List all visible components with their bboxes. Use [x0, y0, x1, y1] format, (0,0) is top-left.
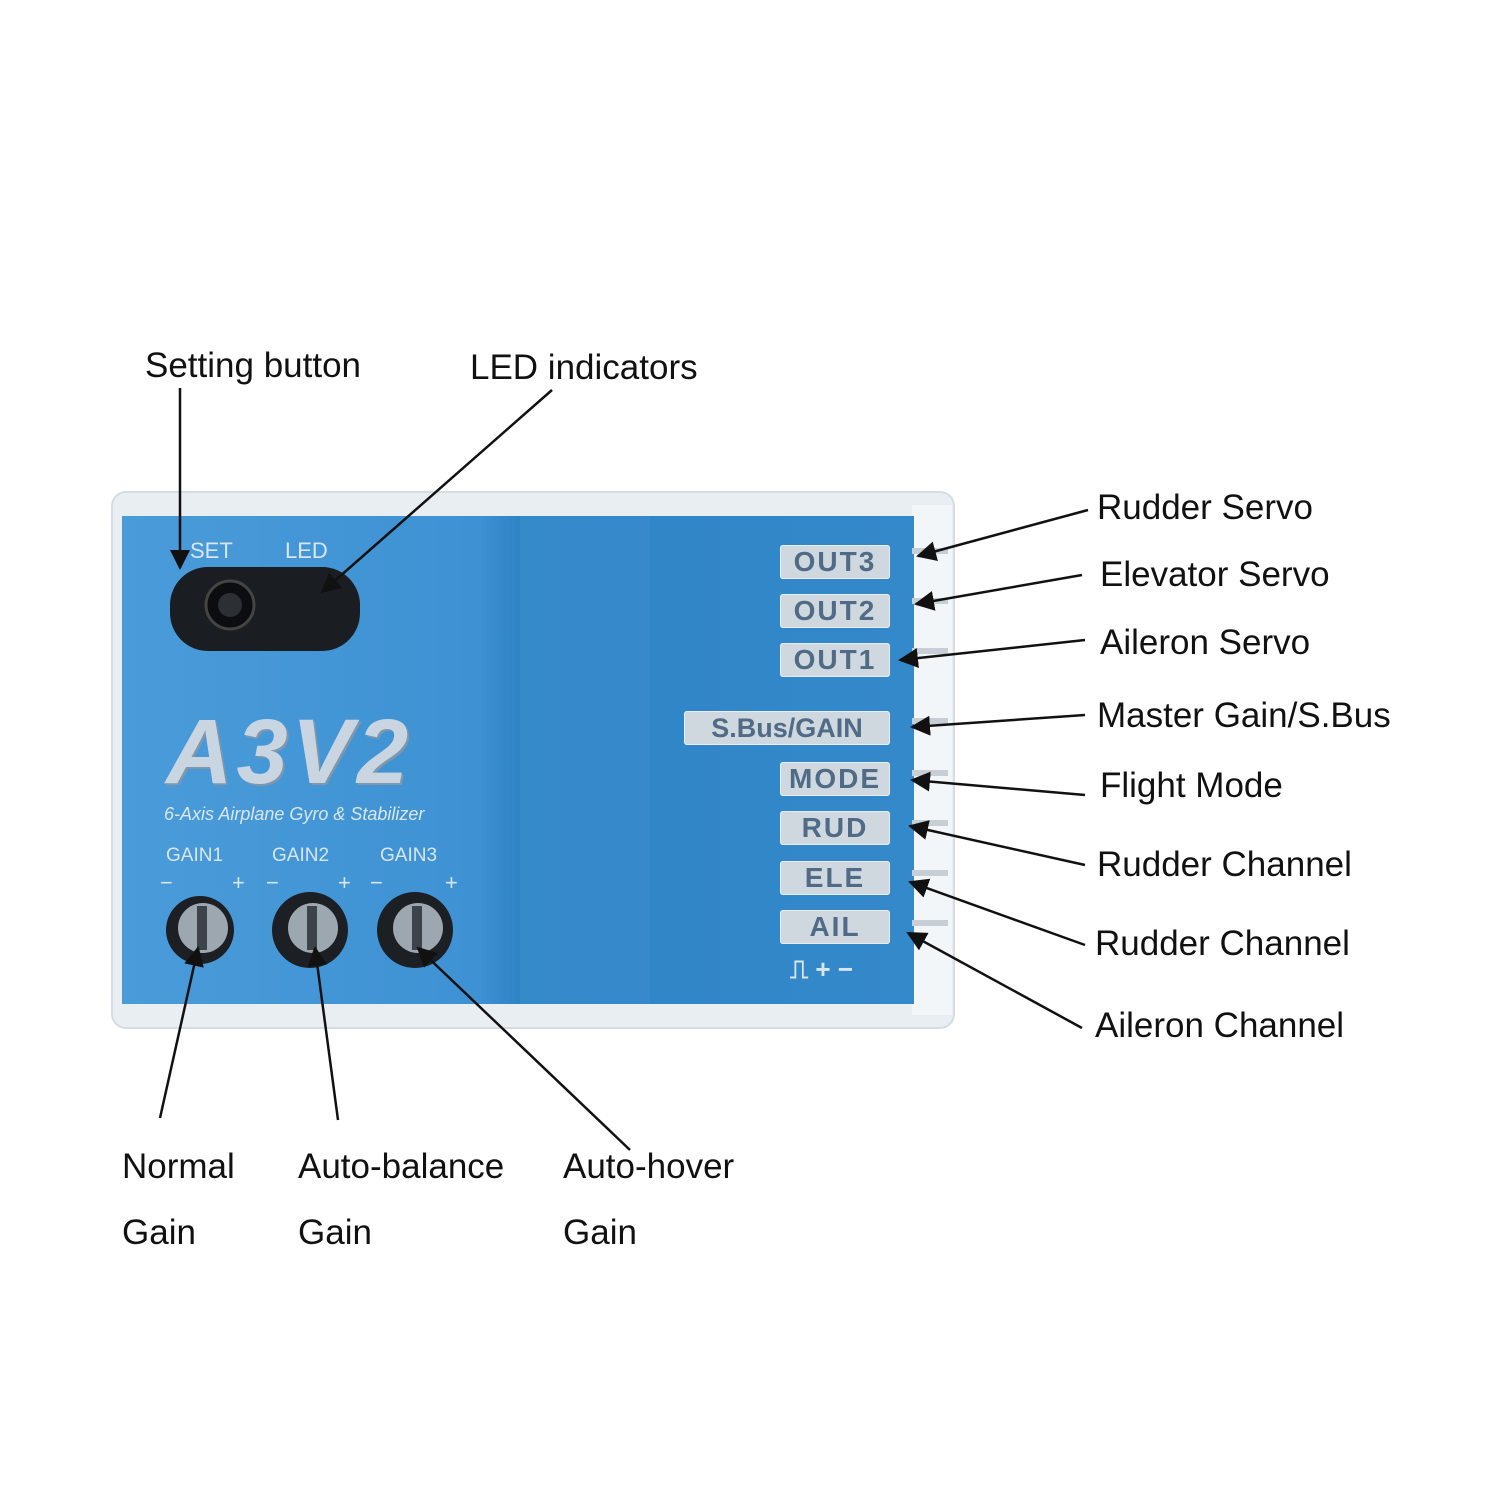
gain1-minus: −: [160, 870, 173, 895]
gain1-silk: GAIN1: [166, 845, 224, 866]
port-out2: OUT2: [780, 594, 890, 628]
leader-ele: [908, 878, 1086, 947]
leader-sbus: [910, 713, 1086, 736]
gain2-silk: GAIN2: [272, 845, 330, 866]
port-rud: RUD: [780, 811, 890, 845]
leader-ail: [906, 931, 1083, 1030]
leader-gain1: [158, 946, 204, 1119]
gain2-plus: +: [338, 870, 351, 895]
gain2-pot: [272, 892, 348, 968]
callout-gain2-line1: Auto-balance: [298, 1147, 505, 1186]
leader-rud: [908, 820, 1086, 867]
port-out3: OUT3: [780, 545, 890, 579]
callout-rud: Rudder Channel: [1097, 845, 1352, 884]
leader-led: [320, 389, 553, 594]
port-ail: AIL: [780, 910, 890, 944]
device-body-shade: [520, 516, 650, 1004]
leader-gain2: [307, 946, 340, 1121]
port-out1: OUT1: [780, 643, 890, 677]
gain3-silk: GAIN3: [380, 845, 438, 866]
pin-legend: ⎍ + −: [790, 954, 854, 984]
leader-out2: [914, 573, 1083, 611]
callout-gain1: Normal Gain: [122, 1134, 235, 1266]
gain3-pot: [377, 892, 453, 968]
port-mode: MODE: [780, 762, 890, 796]
callout-out1: Aileron Servo: [1100, 623, 1311, 662]
gain2-minus: −: [266, 870, 279, 895]
callout-gain1-line1: Normal: [122, 1147, 235, 1186]
leader-out1: [898, 638, 1086, 669]
callout-setting-button: Setting button: [145, 346, 361, 385]
callout-gain3-line2: Gain: [563, 1213, 637, 1252]
gain3-plus: +: [445, 870, 458, 895]
callout-out2: Elevator Servo: [1100, 555, 1330, 594]
brand-subtitle: 6-Axis Airplane Gyro & Stabilizer: [164, 804, 425, 824]
set-silk-label: SET: [190, 538, 233, 563]
leader-lines: [158, 388, 1089, 1151]
callout-sbus: Master Gain/S.Bus: [1097, 696, 1391, 735]
brand-title: A3V2: [166, 701, 413, 803]
callout-gain2: Auto-balance Gain: [298, 1134, 504, 1266]
callout-gain1-line2: Gain: [122, 1213, 196, 1252]
port-sbus-gain: S.Bus/GAIN: [684, 711, 890, 745]
callout-ail: Aileron Channel: [1095, 1006, 1345, 1045]
callout-mode: Flight Mode: [1100, 766, 1283, 805]
case-pin-area: [912, 505, 952, 1015]
led-silk-label: LED: [285, 538, 328, 563]
leader-mode: [910, 771, 1086, 797]
leader-out3: [916, 508, 1089, 561]
setting-button-inner: [218, 593, 242, 617]
gain1-plus: +: [232, 870, 245, 895]
callout-out3: Rudder Servo: [1097, 488, 1313, 527]
leader-gain3: [416, 946, 631, 1151]
gain3-minus: −: [370, 870, 383, 895]
callout-gain3-line1: Auto-hover: [563, 1147, 735, 1186]
callout-ele: Rudder Channel: [1095, 924, 1350, 963]
callout-led-indicators: LED indicators: [470, 348, 698, 387]
gain1-pot: [166, 896, 234, 964]
port-ele: ELE: [780, 861, 890, 895]
set-led-window: [170, 567, 360, 651]
callout-gain3: Auto-hover Gain: [563, 1134, 734, 1266]
callout-gain2-line2: Gain: [298, 1213, 372, 1252]
